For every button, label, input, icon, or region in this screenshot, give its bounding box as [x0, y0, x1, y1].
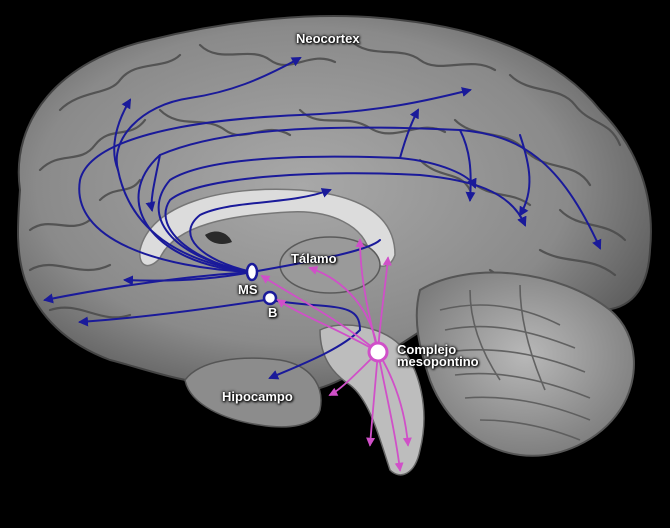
projection-midline [145, 154, 161, 212]
meso-to-b [276, 298, 379, 353]
projection-cingulate [189, 188, 332, 273]
temporal-lobe [184, 357, 322, 428]
ms-nucleus [245, 262, 259, 282]
projection-parietal-branch [399, 108, 419, 159]
label-complejo-line2: mesopontino [397, 354, 479, 369]
projection-occipital-branch [459, 129, 476, 202]
meso-descending-1 [377, 351, 404, 472]
label-neocortex: Neocortex [296, 31, 360, 46]
cerebellum [415, 271, 635, 457]
meso-to-thalamus-2 [308, 266, 379, 353]
cerebellum-folia [439, 284, 591, 441]
b-nucleus [262, 290, 278, 306]
projection-upper-frontal [113, 98, 132, 171]
label-talamo: Tálamo [291, 251, 337, 266]
projection-neocortex-top [78, 87, 472, 273]
projection-olfactory [123, 271, 253, 286]
basal-forebrain-projections [43, 57, 602, 380]
label-b: B [268, 305, 278, 320]
projection-hippocampus [268, 299, 362, 380]
meso-to-forebrain [260, 275, 379, 353]
projection-posterior [164, 172, 527, 273]
mesopontine-nucleus [367, 341, 389, 363]
projection-medial [251, 239, 381, 273]
projection-neocortex-frontal [115, 57, 302, 273]
label-ms: MS [238, 282, 258, 297]
label-hipocampo: Hipocampo [222, 389, 293, 404]
projection-orbitofrontal [78, 299, 266, 327]
projection-parietal [157, 155, 477, 273]
label-complejo-mesopontino: Complejo mesopontino [397, 342, 479, 369]
meso-descending-3 [366, 351, 379, 447]
projection-occipital [137, 126, 602, 273]
label-complejo-line1: Complejo [397, 342, 457, 357]
projection-frontal-pole [43, 271, 253, 304]
brainstem [319, 324, 425, 476]
projection-temporal [518, 134, 531, 217]
